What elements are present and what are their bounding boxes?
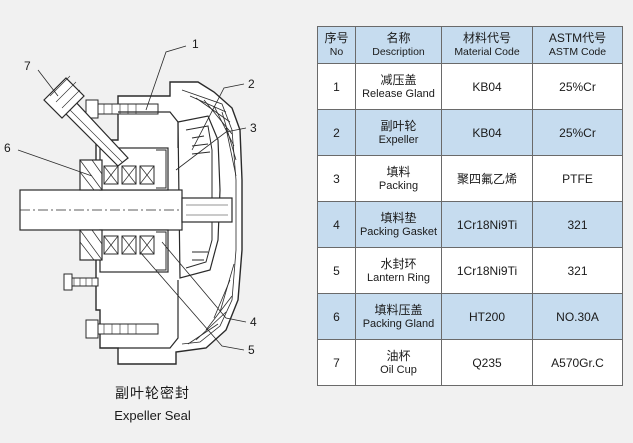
parts-table: 序号 No 名称 Description 材料代号 Material Code … <box>317 26 623 386</box>
cell-material: KB04 <box>441 109 533 156</box>
cell-astm: NO.30A <box>532 293 623 340</box>
cell-astm: 25%Cr <box>532 109 623 156</box>
leader-lines <box>17 45 247 351</box>
part-name-zh: 填料垫 <box>380 210 417 225</box>
expeller-seal-drawing: 1 2 3 7 6 4 5 <box>4 37 257 365</box>
cell-no: 6 <box>317 293 356 340</box>
cell-no: 7 <box>317 339 356 386</box>
part-name-zh: 减压盖 <box>380 72 417 87</box>
part-name-en: Packing <box>378 179 419 192</box>
header-description: 名称 Description <box>355 26 442 64</box>
callout-1: 1 <box>192 37 199 51</box>
cell-astm: 321 <box>532 247 623 294</box>
table-header-row: 序号 No 名称 Description 材料代号 Material Code … <box>317 26 623 64</box>
drawing-caption-zh: 副叶轮密封 <box>115 386 190 402</box>
header-mat-en: Material Code <box>454 46 520 58</box>
callout-2: 2 <box>248 77 255 91</box>
part-name-en: Oil Cup <box>380 363 417 376</box>
part-name-zh: 水封环 <box>380 256 417 271</box>
cell-no: 3 <box>317 155 356 202</box>
part-name-zh: 填料 <box>386 164 411 179</box>
callout-3: 3 <box>250 121 257 135</box>
drawing-caption-en: Expeller Seal <box>114 408 191 423</box>
part-name-en: Release Gland <box>362 87 435 100</box>
header-desc-zh: 名称 <box>386 31 411 45</box>
part-name-zh: 油杯 <box>386 348 411 363</box>
header-astm-code: ASTM代号 ASTM Code <box>532 26 623 64</box>
part-name-zh: 副叶轮 <box>380 118 417 133</box>
cell-no: 5 <box>317 247 356 294</box>
part-name-zh: 填料压盖 <box>374 302 423 317</box>
cell-no: 1 <box>317 63 356 110</box>
packing-box-lower <box>99 229 169 273</box>
cell-material: KB04 <box>441 63 533 110</box>
upper-bolt <box>85 99 159 119</box>
cell-material: 聚四氟乙烯 <box>441 155 533 202</box>
cell-material: HT200 <box>441 293 533 340</box>
callout-7: 7 <box>24 59 31 73</box>
expeller-disc <box>177 115 221 279</box>
part-name-en: Expeller <box>378 133 419 146</box>
cell-material: Q235 <box>441 339 533 386</box>
callout-4: 4 <box>250 315 257 329</box>
callout-5: 5 <box>248 343 255 357</box>
oil-cup <box>43 75 129 167</box>
gland-stud <box>63 273 99 291</box>
header-no: 序号 No <box>317 26 356 64</box>
cell-astm: 321 <box>532 201 623 248</box>
shaft <box>19 189 233 231</box>
part-name-en: Lantern Ring <box>367 271 430 284</box>
part-name-en: Packing Gland <box>362 317 435 330</box>
cell-no: 4 <box>317 201 356 248</box>
header-astm-zh: ASTM代号 <box>548 31 607 45</box>
header-material-code: 材料代号 Material Code <box>441 26 533 64</box>
cell-material: 1Cr18Ni9Ti <box>441 247 533 294</box>
header-mat-zh: 材料代号 <box>462 31 511 45</box>
lower-bolt <box>85 319 159 339</box>
callout-6: 6 <box>4 141 11 155</box>
header-astm-en: ASTM Code <box>548 46 607 58</box>
cell-material: 1Cr18Ni9Ti <box>441 201 533 248</box>
cell-no: 2 <box>317 109 356 156</box>
header-desc-en: Description <box>372 46 425 58</box>
bearing-bracket <box>118 111 179 349</box>
cell-astm: A570Gr.C <box>532 339 623 386</box>
header-no-en: No <box>329 46 344 58</box>
cell-astm: PTFE <box>532 155 623 202</box>
cell-astm: 25%Cr <box>532 63 623 110</box>
packing-gland <box>79 159 103 261</box>
header-no-zh: 序号 <box>324 31 349 45</box>
part-name-en: Packing Gasket <box>359 225 438 238</box>
